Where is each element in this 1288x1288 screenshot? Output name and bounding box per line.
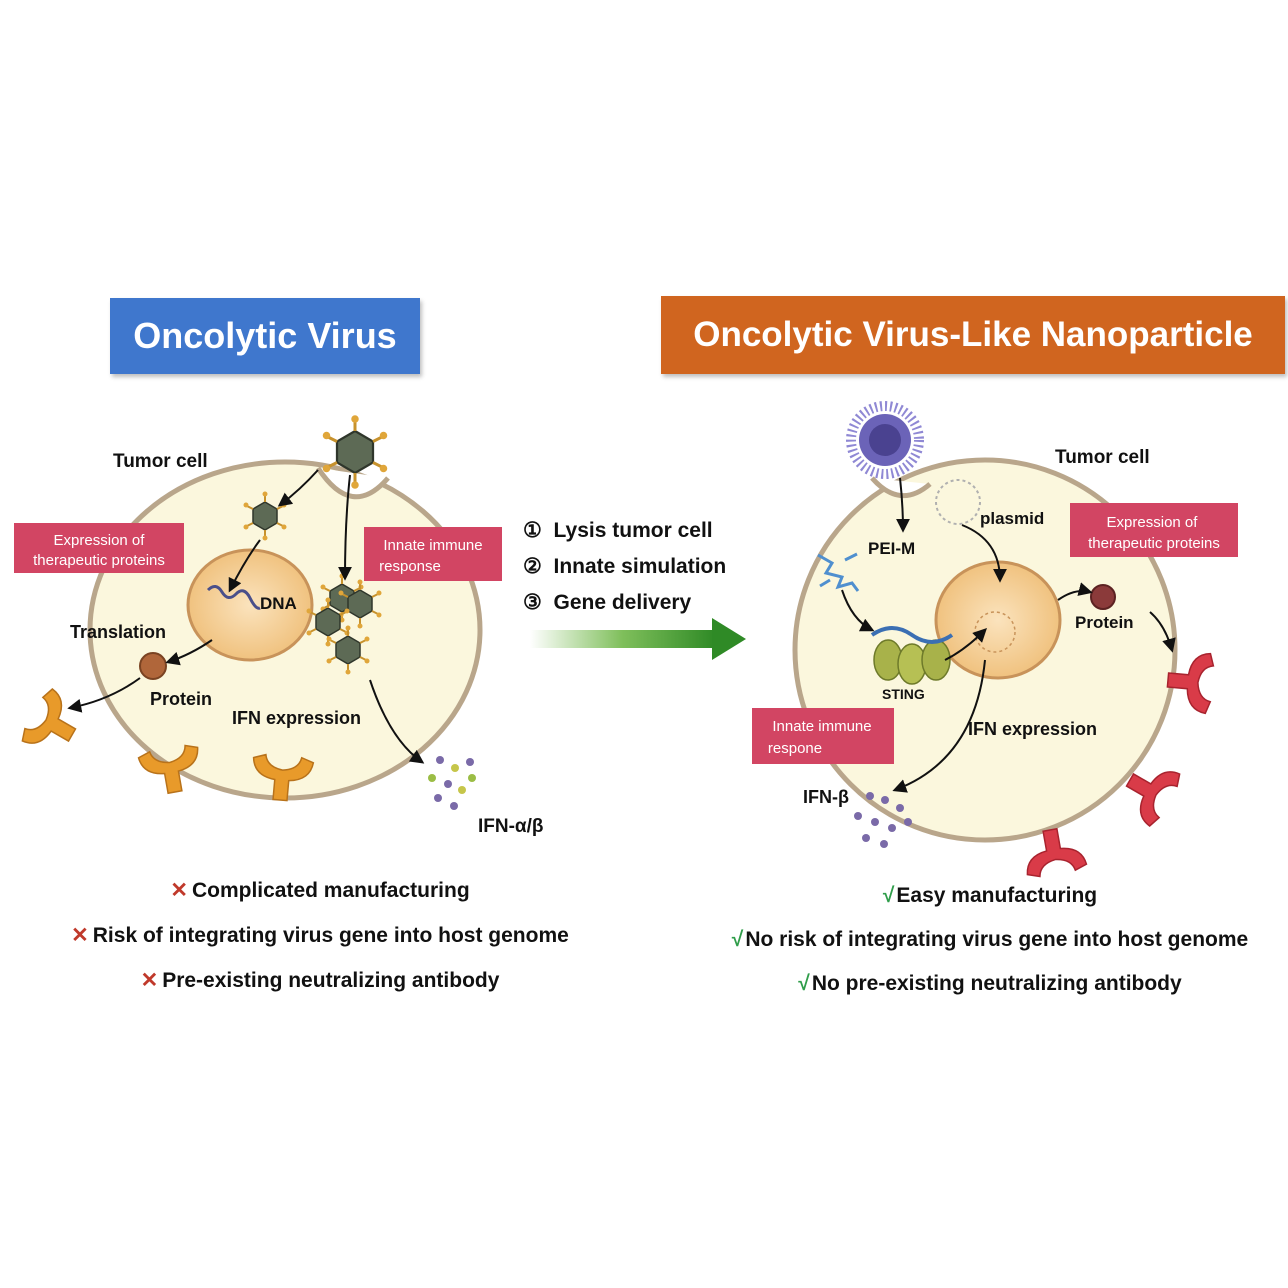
label-ifn-beta: IFN-β xyxy=(803,787,849,807)
label-protein-right: Protein xyxy=(1075,613,1134,632)
label-dna: DNA xyxy=(260,594,297,613)
label-plasmid: plasmid xyxy=(980,509,1044,528)
label-ifn-expression-right: IFN expression xyxy=(968,719,1097,739)
label-tumor-cell-right: Tumor cell xyxy=(1055,447,1150,468)
tag-text: Innate immune xyxy=(383,537,482,554)
tag-text: Innate immune xyxy=(772,718,871,735)
pros-list: √Easy manufacturing √No risk of integrat… xyxy=(690,884,1288,1016)
protein-icon xyxy=(139,652,167,680)
left-tumor-cell: Expression of therapeutic proteins Innat… xyxy=(14,413,544,837)
cons-item: ✕Pre-existing neutralizing antibody xyxy=(140,969,500,992)
tag-text: therapeutic proteins xyxy=(33,552,165,569)
label-ifn-expression-left: IFN expression xyxy=(232,708,361,728)
tag-text: Expression of xyxy=(54,532,146,549)
step-item: ③ Gene delivery xyxy=(523,591,692,614)
pros-item: √No risk of integrating virus gene into … xyxy=(731,928,1249,951)
dna-strand-icon xyxy=(206,585,261,610)
tag-text: Expression of xyxy=(1107,514,1199,531)
pros-item: √Easy manufacturing xyxy=(882,884,1098,907)
sting-icon xyxy=(870,626,954,685)
pei-m-polymer-icon xyxy=(817,552,860,592)
nanoparticle-icon xyxy=(846,401,924,479)
label-translation: Translation xyxy=(70,622,166,642)
transition-arrow xyxy=(530,618,746,660)
right-tumor-cell: Expression of therapeutic proteins Innat… xyxy=(752,401,1238,880)
tag-text: therapeutic proteins xyxy=(1088,535,1220,552)
step-item: ② Innate simulation xyxy=(523,555,727,578)
tag-text: respone xyxy=(768,740,822,757)
label-ifn-alpha-beta: IFN-α/β xyxy=(478,816,544,837)
cons-item: ✕Complicated manufacturing xyxy=(170,879,470,902)
label-protein-left: Protein xyxy=(150,689,212,709)
tag-innate-right xyxy=(752,708,894,764)
label-sting: STING xyxy=(882,686,925,702)
label-tumor-cell-left: Tumor cell xyxy=(113,451,208,472)
step-item: ① Lysis tumor cell xyxy=(523,519,713,542)
plasmid-icon xyxy=(935,479,981,525)
tag-expression-right xyxy=(1070,503,1238,557)
title-oncolytic-virus: Oncolytic Virus xyxy=(110,298,420,374)
receptor-icon xyxy=(18,686,88,762)
tag-text: response xyxy=(379,558,441,575)
right-nucleus xyxy=(934,560,1062,680)
title-oncolytic-nanoparticle: Oncolytic Virus-Like Nanoparticle xyxy=(661,296,1285,374)
left-nucleus xyxy=(186,548,314,662)
cons-list: ✕Complicated manufacturing ✕Risk of inte… xyxy=(40,878,600,1013)
ifn-beta-molecules-icon xyxy=(854,792,912,848)
steps-list: ① Lysis tumor cell ② Innate simulation ③… xyxy=(523,518,726,626)
ifn-molecules-icon xyxy=(428,756,476,810)
protein-icon xyxy=(1090,584,1116,610)
label-pei-m: PEI-M xyxy=(868,539,915,558)
tag-innate-left xyxy=(364,527,502,581)
cons-item: ✕Risk of integrating virus gene into hos… xyxy=(71,924,569,947)
tag-expression-left xyxy=(14,523,184,573)
pros-item: √No pre-existing neutralizing antibody xyxy=(798,972,1182,995)
